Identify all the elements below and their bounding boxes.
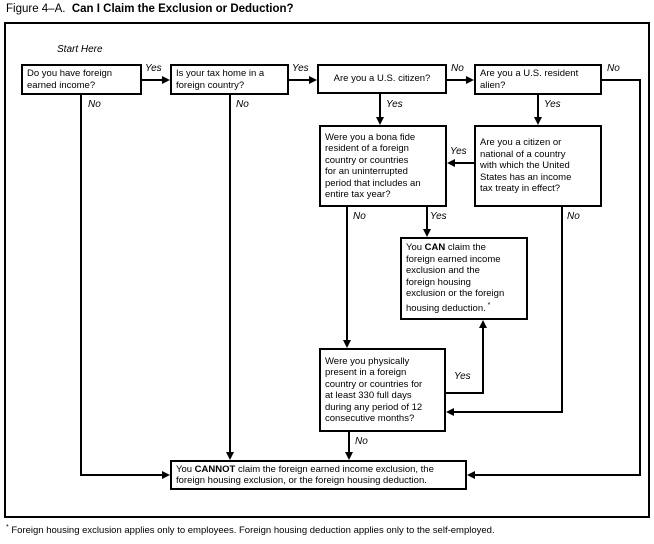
connector-taxhome-no [229,95,231,453]
yes-label-bonafide-branch: Yes [430,211,447,222]
no-label-citizen-to-alien: No [451,63,464,74]
arrowhead-alien-no [467,471,475,479]
yes-label-treaty-to-bonafide: Yes [450,146,467,157]
no-label-income-branch: No [88,99,101,110]
figure-title: Figure 4–A. Can I Claim the Exclusion or… [6,3,294,15]
arrowhead-citizen-no [466,76,474,84]
no-label-bonafide-branch: No [353,211,366,222]
arrowhead-income-yes [162,76,170,84]
connector-citizen-no [447,79,467,81]
connector-physical-yes-horizontal [446,392,484,394]
connector-physical-no [348,432,350,453]
arrowhead-alien-yes [534,117,542,125]
yes-label-citizen-branch: Yes [386,99,403,110]
connector-citizen-yes [379,94,381,118]
box-foreign-earned-income: Do you have foreign earned income? [21,64,142,95]
arrowhead-physical-yes [479,320,487,328]
box-bona-fide-resident: Were you a bona fide resident of a forei… [319,125,447,207]
footnote-marker: * [487,301,491,309]
connector-treaty-yes [455,162,474,164]
yes-label-income-to-taxhome: Yes [145,63,162,74]
yes-label-alien-branch: Yes [544,99,561,110]
connector-alien-no-vertical [639,79,641,476]
yes-label-physical-branch: Yes [454,371,471,382]
box-us-citizen-text: Are you a U.S. citizen? [333,73,431,85]
arrowhead-treaty-yes [447,159,455,167]
connector-alien-no-top [602,79,641,81]
box-resident-alien: Are you a U.S. resident alien? [474,64,602,95]
arrowhead-treaty-no [446,408,454,416]
can-emphasis: CAN [424,242,446,254]
box-us-citizen: Are you a U.S. citizen? [317,64,447,94]
box-cannot-claim: You CANNOT claim the foreign earned inco… [170,460,467,490]
box-tax-treaty: Are you a citizen or national of a count… [474,125,602,207]
box-can-claim-text: You CAN claim the foreign earned income … [406,242,505,315]
cannot-emphasis: CANNOT [194,463,236,475]
arrowhead-taxhome-no [226,452,234,460]
connector-physical-yes-vertical [482,327,484,394]
box-foreign-earned-income-text: Do you have foreign earned income? [27,68,113,91]
figure-number: Figure 4–A. [6,3,66,15]
box-can-claim: You CAN claim the foreign earned income … [400,237,528,320]
arrowhead-taxhome-yes [309,76,317,84]
no-label-physical-branch: No [355,436,368,447]
connector-bonafide-no [346,207,348,341]
connector-taxhome-yes [289,79,310,81]
connector-alien-yes [537,95,539,118]
start-here-label: Start Here [57,44,103,55]
arrowhead-bonafide-yes [423,229,431,237]
connector-treaty-no-vertical [561,207,563,413]
box-cannot-claim-text: You CANNOT claim the foreign earned inco… [176,463,434,487]
box-bona-fide-resident-text: Were you a bona fide resident of a forei… [325,131,421,201]
connector-treaty-no-horizontal [454,411,563,413]
figure-title-text: Can I Claim the Exclusion or Deduction? [71,3,294,15]
box-tax-home-text: Is your tax home in a foreign country? [176,68,265,91]
no-label-treaty-branch: No [567,211,580,222]
box-resident-alien-text: Are you a U.S. resident alien? [480,68,579,91]
chart-border [4,22,650,518]
arrowhead-citizen-yes [376,117,384,125]
box-physical-presence: Were you physically present in a foreign… [319,348,446,432]
box-tax-treaty-text: Are you a citizen or national of a count… [480,137,572,195]
footnote: * Foreign housing exclusion applies only… [6,524,495,536]
box-physical-presence-text: Were you physically present in a foreign… [325,355,423,425]
connector-income-no-horizontal [80,474,163,476]
arrowhead-physical-no [345,452,353,460]
yes-label-taxhome-to-citizen: Yes [292,63,309,74]
arrowhead-income-no [162,471,170,479]
box-tax-home: Is your tax home in a foreign country? [170,64,289,95]
arrowhead-bonafide-no [343,340,351,348]
connector-bonafide-yes [426,207,428,230]
connector-income-yes [142,79,163,81]
footnote-text: Foreign housing exclusion applies only t… [8,525,495,537]
no-label-alien-branch: No [607,63,620,74]
connector-alien-no-bottom [475,474,641,476]
no-label-taxhome-branch: No [236,99,249,110]
footnote-asterisk: * [6,524,9,531]
connector-income-no-vertical [80,95,82,476]
